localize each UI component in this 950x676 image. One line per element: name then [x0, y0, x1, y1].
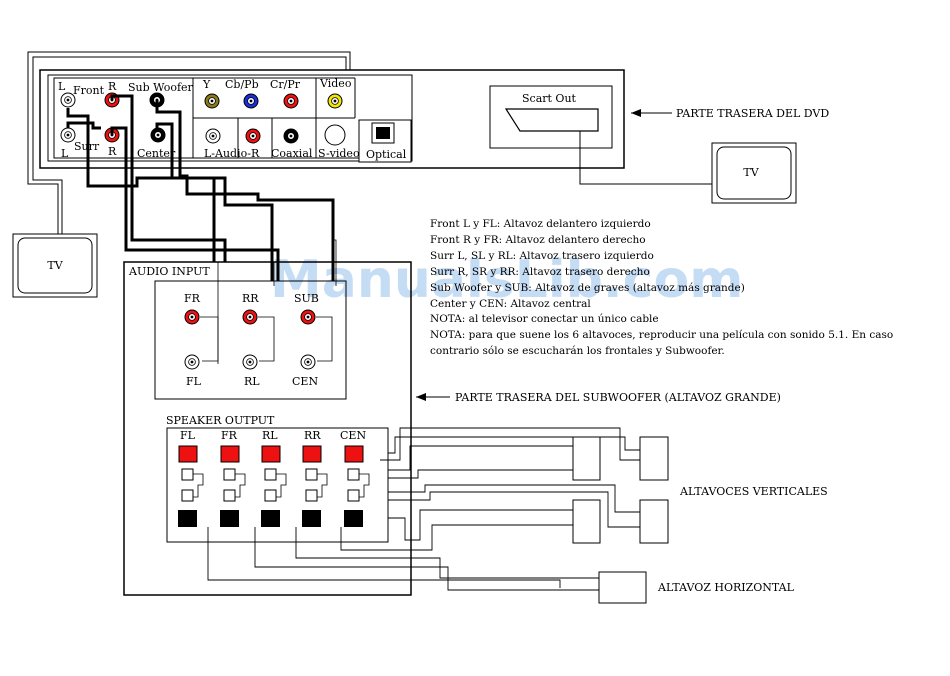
speaker-vertical-1: [572, 436, 601, 481]
sub-rr-jack: [242, 309, 258, 325]
sub-sub-jack: [300, 309, 316, 325]
dvd-cb-label: Cb/Pb: [225, 78, 259, 91]
note-line: Front R y FR: Altavoz delantero derecho: [430, 234, 646, 246]
dvd-surr-l-jack: [60, 127, 76, 143]
out-rl-label: RL: [262, 429, 278, 442]
dvd-center-label: Center: [137, 147, 176, 160]
dvd-video-label: Video: [319, 77, 352, 90]
dvd-coaxial-label: Coaxial: [271, 147, 313, 160]
out-fr-label: FR: [221, 429, 238, 442]
dvd-video-jack: [327, 93, 343, 109]
out-rr-label: RR: [304, 429, 321, 442]
dvd-subwoofer-label: Sub Woofer: [128, 81, 194, 94]
speaker-wires: [207, 427, 640, 591]
sub-rl-label: RL: [244, 375, 260, 388]
audio-cables: [66, 94, 335, 281]
svideo-jack: [324, 124, 346, 146]
dvd-l-bottom-label: L: [61, 147, 69, 160]
dvd-scart-label: Scart Out: [522, 92, 577, 105]
scart-cable: [579, 131, 714, 185]
speaker-output-label: SPEAKER OUTPUT: [166, 414, 275, 427]
note-line: NOTA: para que suene los 6 altavoces, re…: [430, 329, 893, 341]
dvd-rear-label: PARTE TRASERA DEL DVD: [676, 107, 829, 120]
note-line: contrario sólo se escucharán los frontal…: [430, 345, 725, 357]
subwoofer-rear-callout: PARTE TRASERA DEL SUBWOOFER (ALTAVOZ GRA…: [416, 391, 781, 404]
audio-input-label: AUDIO INPUT: [128, 265, 210, 278]
speaker-vertical-4: [639, 499, 669, 544]
note-line: Sub Woofer y SUB: Altavoz de graves (alt…: [430, 282, 745, 294]
sub-sub-label: SUB: [294, 292, 319, 305]
note-line: NOTA: al televisor conectar un único cab…: [430, 313, 659, 325]
subwoofer-rear-panel: AUDIO INPUT FR RR SUB FL RL CEN SPEAKER …: [123, 261, 412, 596]
tv-left-label: TV: [47, 259, 63, 272]
dvd-cb-jack: [243, 93, 259, 109]
dvd-l-top-label: L: [58, 80, 66, 93]
note-line: Front L y FL: Altavoz delantero izquierd…: [430, 218, 651, 230]
note-line: Surr L, SL y RL: Altavoz trasero izquier…: [430, 250, 654, 262]
tv-right: TV: [711, 142, 797, 204]
scart-port: Scart Out: [489, 85, 613, 149]
dvd-audio-r-jack: [245, 128, 261, 144]
speaker-vertical-3: [572, 499, 601, 544]
watermark: ManualsLib.com: [270, 250, 743, 310]
sub-rl-jack: [242, 354, 258, 370]
dvd-optical-label: Optical: [366, 148, 407, 161]
notes-block: Front L y FL: Altavoz delantero izquierd…: [430, 218, 893, 357]
sub-rr-label: RR: [242, 292, 259, 305]
dvd-cr-jack: [283, 93, 299, 109]
subwoofer-rear-label: PARTE TRASERA DEL SUBWOOFER (ALTAVOZ GRA…: [455, 391, 781, 404]
dvd-r-top-label: R: [108, 80, 117, 93]
dvd-cr-label: Cr/Pr: [270, 78, 301, 91]
note-line: Center y CEN: Altavoz central: [430, 298, 591, 310]
speaker-horizontal: [598, 571, 647, 604]
note-line: Surr R, SR y RR: Altavoz trasero derecho: [430, 266, 650, 278]
tv-right-label: TV: [743, 166, 759, 179]
sub-cen-jack: [300, 354, 316, 370]
dvd-svideo-label: S-video: [318, 147, 360, 160]
dvd-audio-l-jack: [205, 128, 221, 144]
sub-fr-label: FR: [184, 292, 201, 305]
vertical-speakers-label: ALTAVOCES VERTICALES: [679, 485, 828, 498]
dvd-center-jack: [150, 127, 166, 143]
optical-port: Optical: [358, 119, 412, 163]
speaker-vertical-2: [639, 436, 669, 481]
dvd-rear-panel: L Front R Sub Woofer Surr L R Center Y C…: [39, 69, 625, 169]
sub-fl-label: FL: [186, 375, 202, 388]
horizontal-speaker-label: ALTAVOZ HORIZONTAL: [657, 581, 795, 594]
sub-fl-jack: [184, 354, 200, 370]
dvd-y-label: Y: [202, 78, 211, 91]
dvd-rear-callout: PARTE TRASERA DEL DVD: [631, 107, 829, 120]
dvd-y-jack: [204, 93, 220, 109]
out-fl-label: FL: [180, 429, 196, 442]
out-cen-label: CEN: [340, 429, 366, 442]
sub-fr-jack: [184, 309, 200, 325]
dvd-front-label: Front: [73, 84, 105, 97]
tv-left: TV: [12, 233, 98, 298]
sub-cen-label: CEN: [292, 375, 318, 388]
dvd-l-audio-r-label: L-Audio-R: [204, 147, 260, 160]
output-terminals: [178, 445, 370, 527]
dvd-front-l-jack: [60, 92, 76, 108]
cable-bundle: [217, 239, 337, 364]
dvd-r-bottom-label: R: [108, 145, 117, 158]
dvd-coaxial-jack: [283, 128, 299, 144]
